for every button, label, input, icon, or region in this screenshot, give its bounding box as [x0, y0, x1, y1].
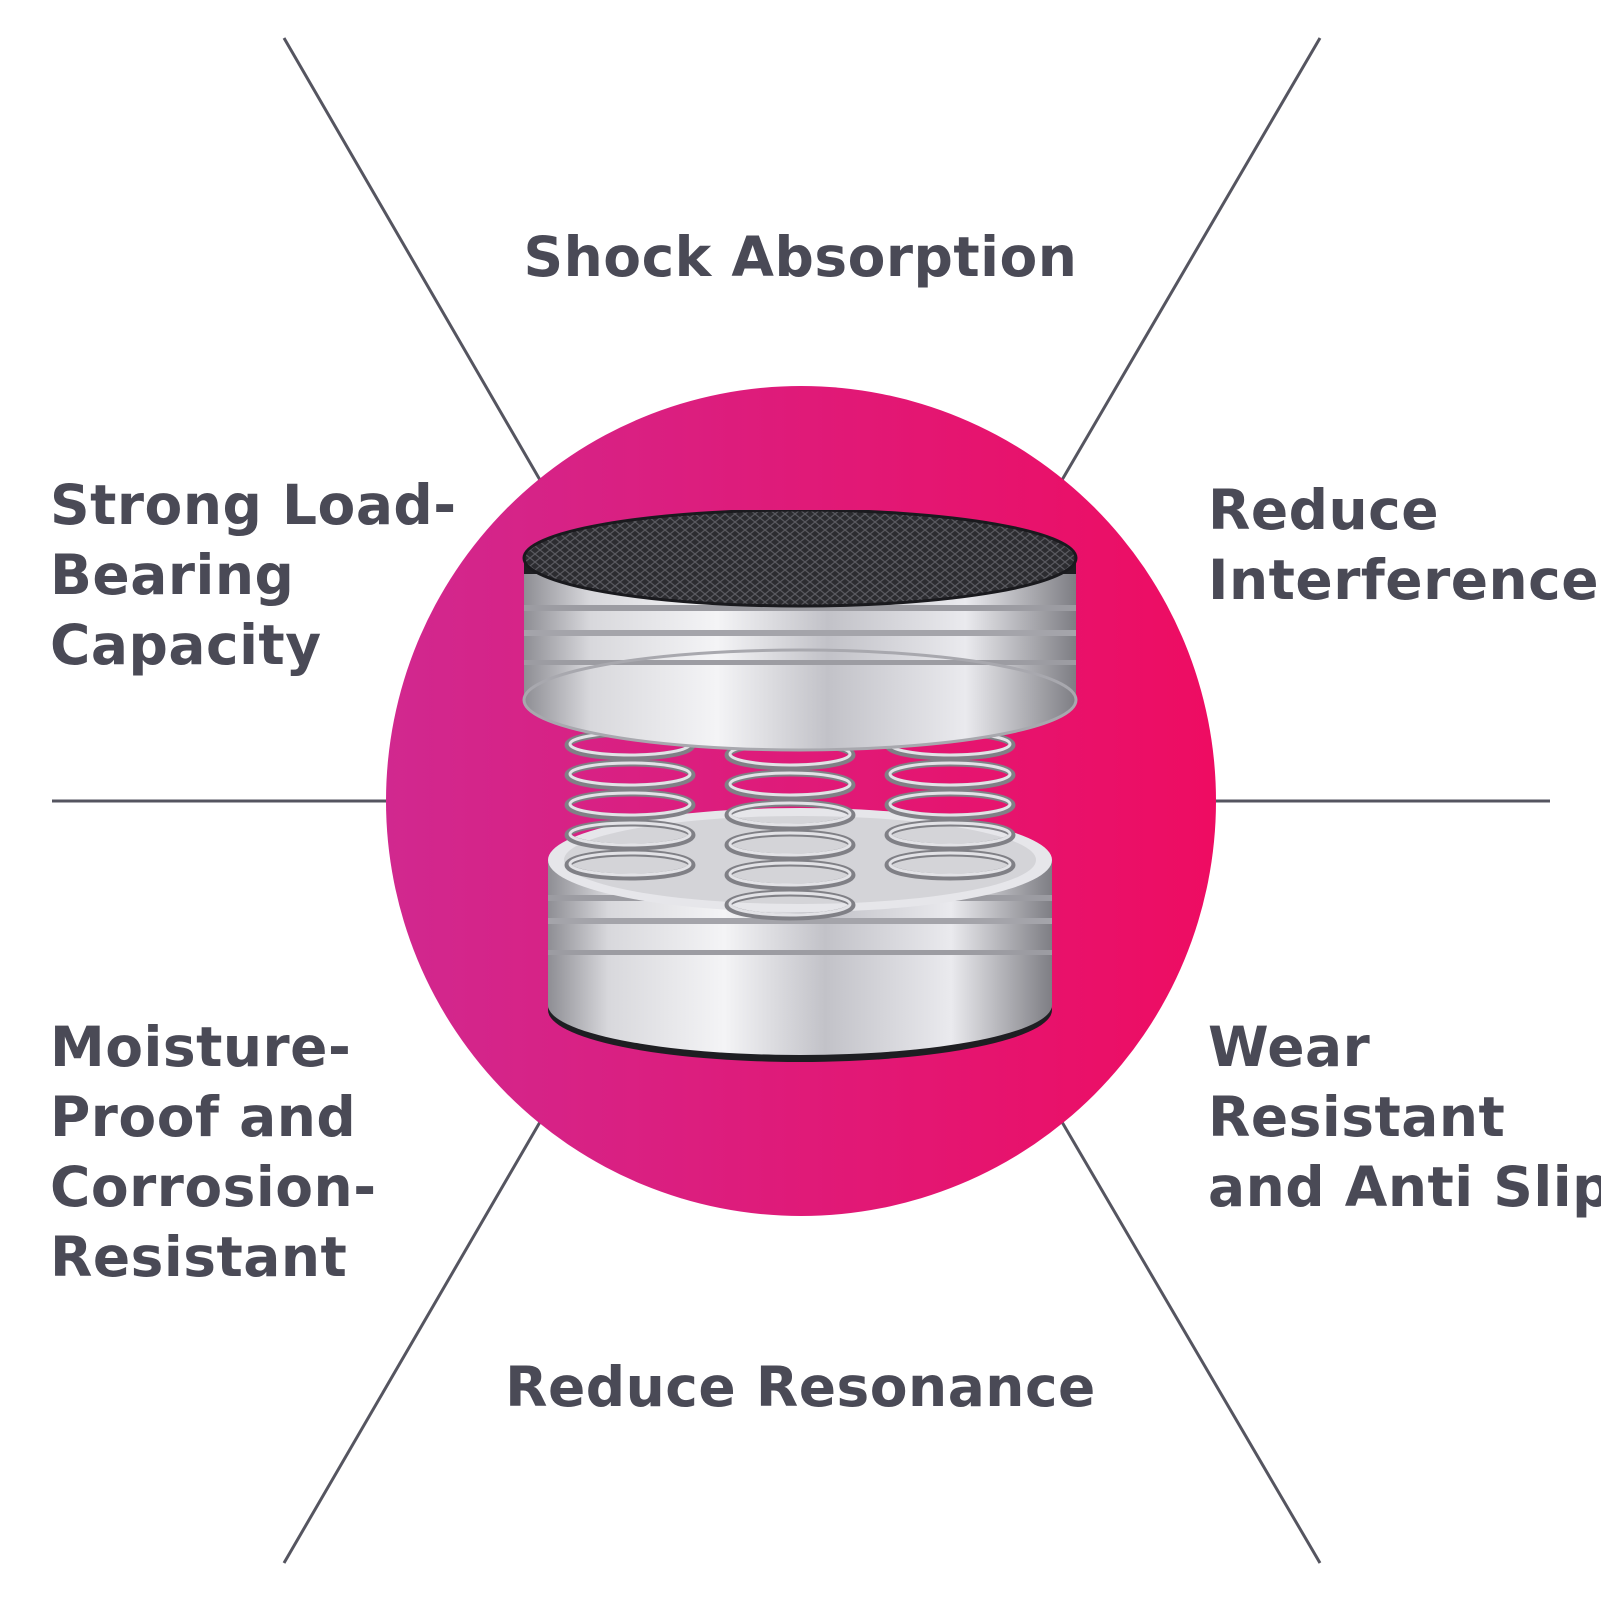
feature-line: Moisture- — [50, 1015, 352, 1079]
feature-line: and Anti Slip — [1208, 1155, 1601, 1219]
feature-reduce-resonance-text: Reduce Resonance — [505, 1355, 1096, 1419]
feature-line: Capacity — [50, 613, 322, 677]
feature-wear-resistant-anti-slip: Wear Resistant and Anti Slip — [1208, 1012, 1601, 1222]
spring-isolation-foot-icon — [522, 510, 1078, 1062]
feature-line: Resistant — [1208, 1085, 1506, 1149]
feature-shock-absorption-text: Shock Absorption — [523, 225, 1078, 289]
feature-moisture-proof-corrosion-resistant: Moisture- Proof and Corrosion- Resistant — [50, 1012, 377, 1292]
divider-line-upper-right — [1060, 37, 1322, 481]
feature-shock-absorption: Shock Absorption — [0, 222, 1601, 292]
feature-line: Strong Load- — [50, 473, 457, 537]
divider-line-lower-right — [1060, 1121, 1322, 1564]
feature-line: Wear — [1208, 1015, 1371, 1079]
feature-line: Proof and — [50, 1085, 357, 1149]
feature-line: Reduce — [1208, 478, 1440, 542]
feature-line: Interference — [1208, 548, 1600, 612]
divider-line-lower-left — [282, 1121, 542, 1564]
feature-reduce-resonance: Reduce Resonance — [0, 1352, 1601, 1422]
feature-strong-load-bearing-capacity: Strong Load- Bearing Capacity — [50, 470, 457, 680]
feature-line: Resistant — [50, 1225, 348, 1289]
feature-line: Corrosion- — [50, 1155, 377, 1219]
feature-reduce-interference: Reduce Interference — [1208, 475, 1599, 615]
feature-line: Bearing — [50, 543, 295, 607]
divider-line-upper-left — [282, 37, 542, 481]
